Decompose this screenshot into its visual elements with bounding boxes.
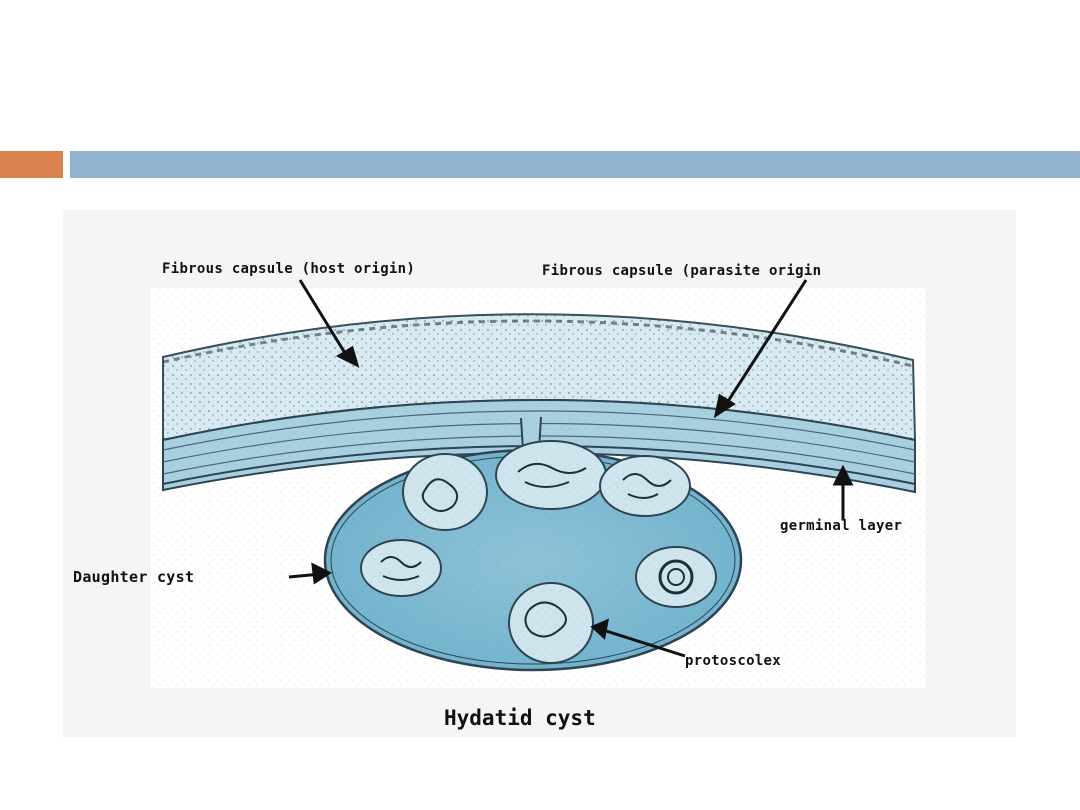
- illustration-speckle: [151, 288, 926, 688]
- label-protoscolex: protoscolex: [685, 653, 782, 669]
- label-parasite-capsule: Fibrous capsule (parasite origin: [542, 263, 822, 279]
- slide-title-bar: [70, 151, 1080, 178]
- label-germinal-layer: germinal layer: [780, 518, 903, 534]
- label-arrows: [288, 279, 854, 658]
- figure-caption: Hydatid cyst: [444, 706, 596, 730]
- cyst-illustration: [151, 279, 926, 688]
- slide-accent-bar: [0, 151, 63, 178]
- label-daughter-cyst: Daughter cyst: [73, 568, 195, 586]
- label-host-capsule: Fibrous capsule (host origin): [162, 261, 416, 277]
- hydatid-cyst-figure: Fibrous capsule (host origin) Fibrous ca…: [63, 210, 1016, 737]
